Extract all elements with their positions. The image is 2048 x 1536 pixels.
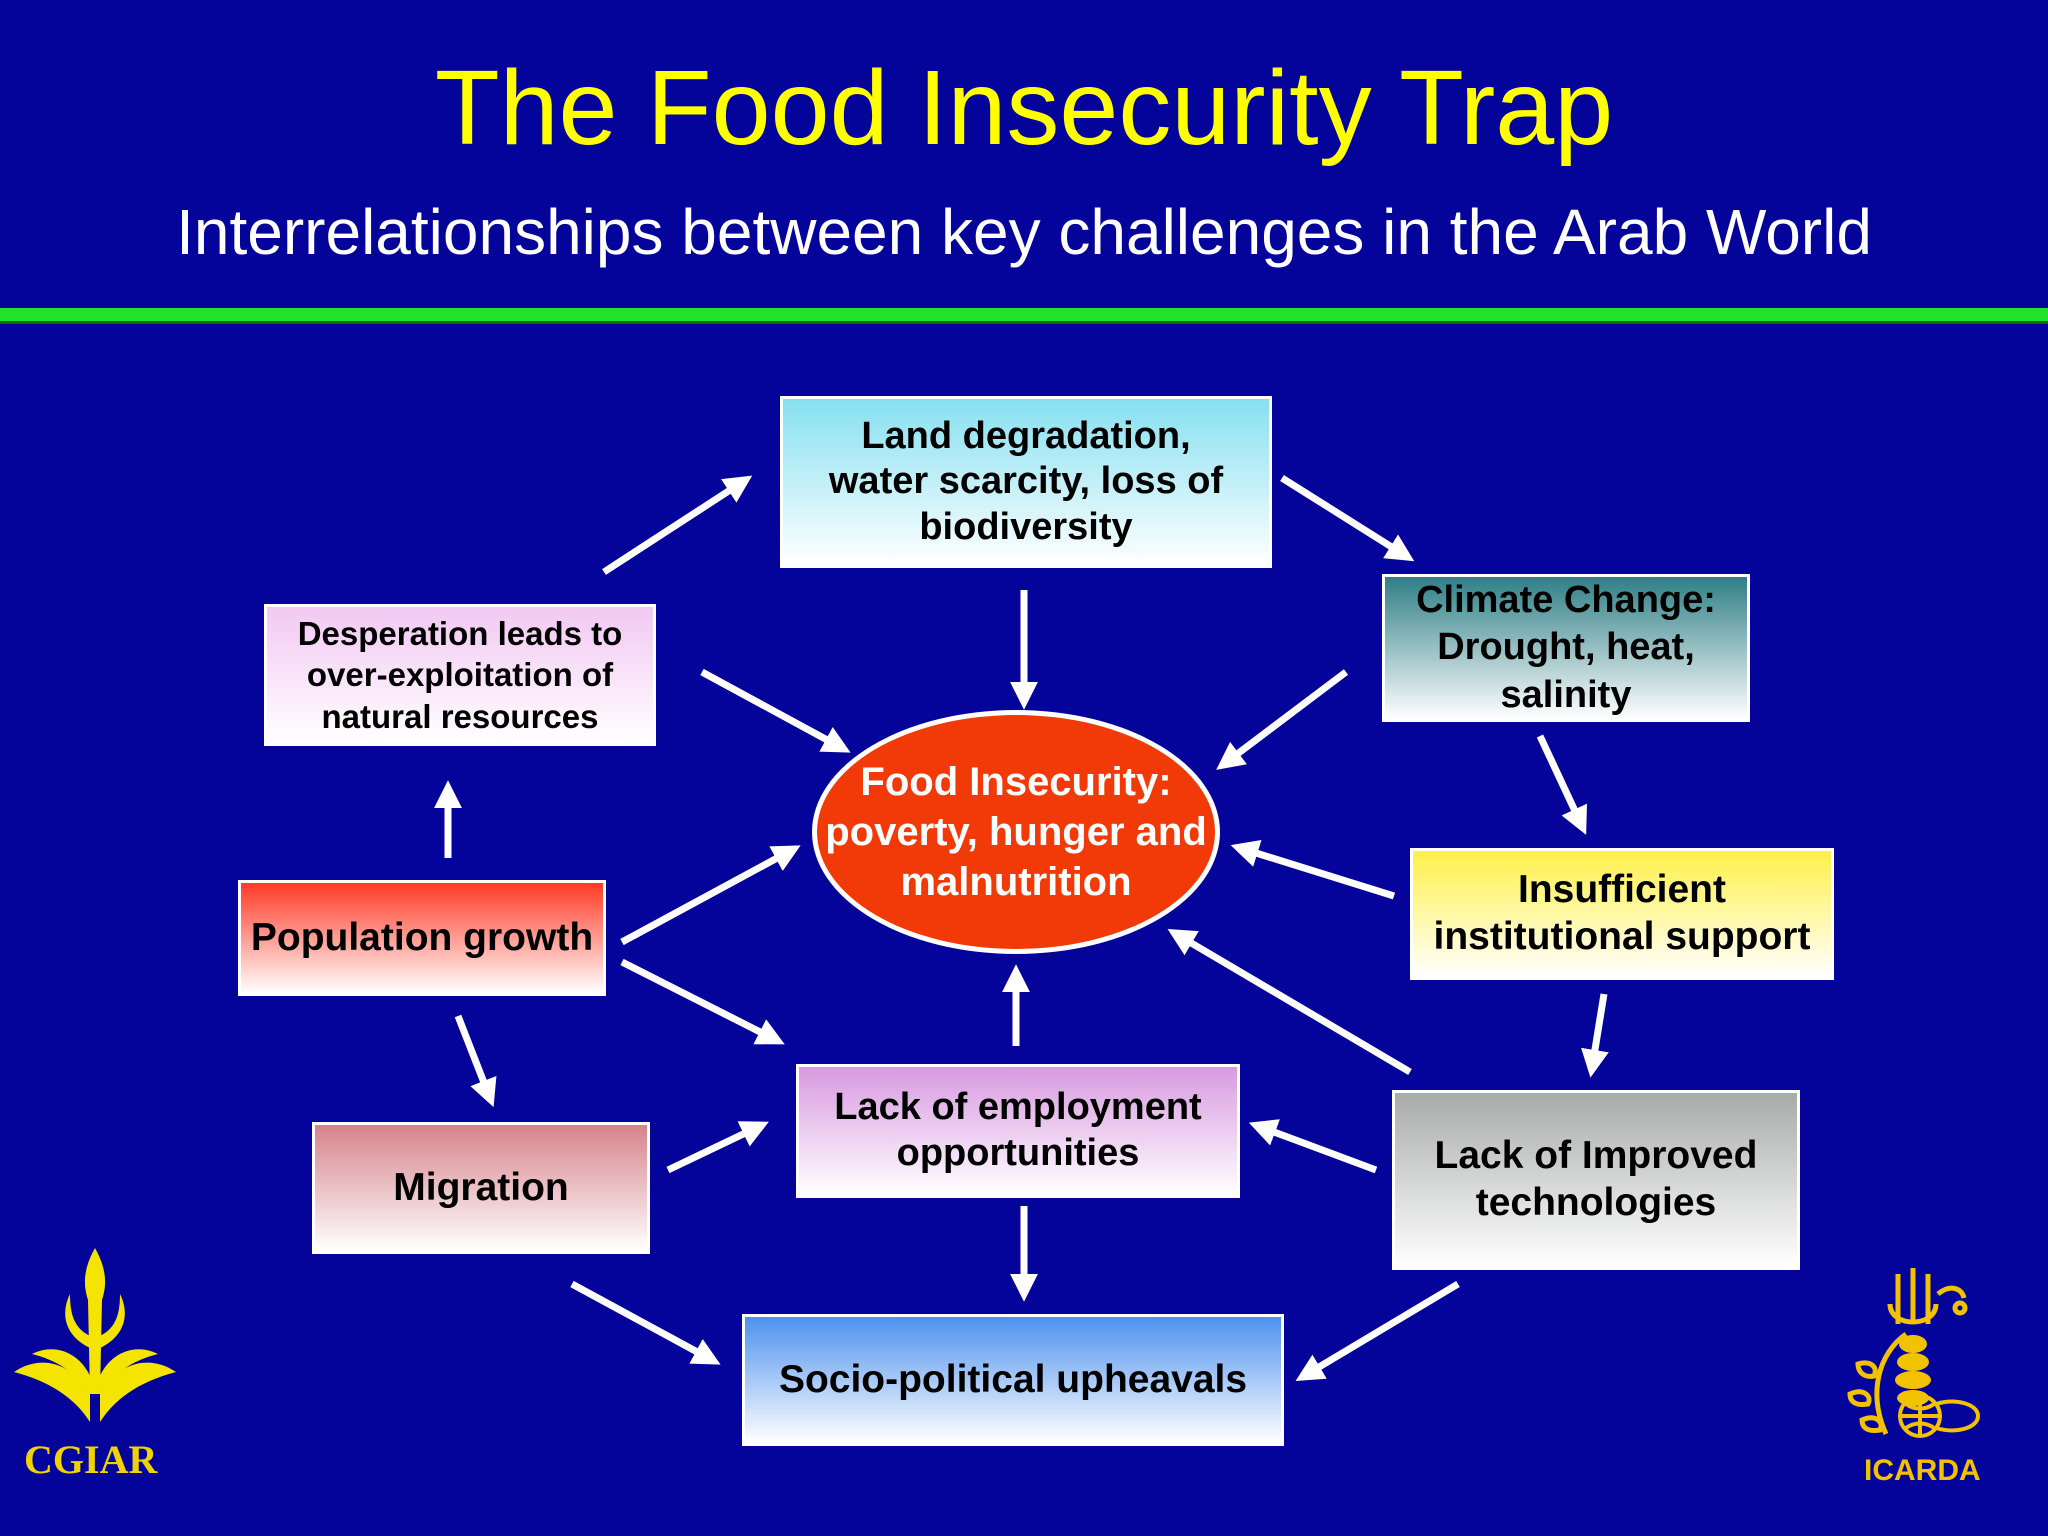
land-line-3: biodiversity [919,505,1133,548]
employment-line-1: Lack of employment [834,1086,1202,1129]
arrow-despair-to-center [700,668,851,753]
socio-political-box: Socio-political upheavals [742,1314,1284,1446]
institutional-line-1: Insufficient [1517,868,1726,912]
climate-line-2: Drought, heat, [1437,626,1695,669]
arrow-migration-to-employment [666,1121,769,1174]
center-line-2: poverty, hunger [825,810,1125,854]
icarda-logo-text: ICARDA [1864,1454,1981,1487]
arrow-despair-to-land [602,475,753,575]
icarda-logo-icon [1847,1268,1981,1438]
despair-line-2: over-exploitation of [306,656,614,694]
arrow-climate-to-center [1216,669,1349,770]
migration-box: Migration [312,1122,650,1254]
slide-subtitle: Interrelationships between key challenge… [176,196,1872,268]
arrow-technologies-to-employment [1248,1119,1378,1174]
despair-line-3: natural resources [321,697,599,735]
climate-line-3: salinity [1500,673,1632,716]
institutional-line-2: institutional support [1433,915,1811,958]
land-line-2: water scarcity, loss of [828,460,1224,503]
socio-label: Socio-political upheavals [778,1357,1248,1401]
improved-technologies-box: Lack of Improved technologies [1392,1090,1800,1270]
title-divider [0,308,2048,324]
technologies-line-2: technologies [1475,1181,1717,1224]
migration-label: Migration [393,1165,569,1209]
arrow-population-to-employment [620,958,785,1045]
land-line-1: Land degradation, [861,414,1191,457]
arrow-population-to-center [620,845,801,946]
climate-change-box: Climate Change: Drought, heat, salinity [1382,574,1750,722]
center-line-3: and malnutrition [900,810,1207,904]
arrow-migration-to-socio [570,1280,721,1365]
population-growth-box: Population growth [238,880,606,996]
center-line-1: Food Insecurity: [860,760,1172,804]
cgiar-logo-icon [14,1248,176,1422]
arrow-population-to-migration [454,1014,497,1108]
food-insecurity-oval: Food Insecurity: poverty, hunger and mal… [812,710,1220,954]
arrow-technologies-to-center [1167,929,1412,1076]
institutional-support-box: Insufficient institutional support [1410,848,1834,980]
climate-line-1: Climate Change: [1416,578,1716,621]
employment-line-2: opportunities [896,1132,1140,1174]
population-label: Population growth [250,915,594,959]
arrow-institutional-to-technologies [1581,993,1609,1078]
cgiar-logo-text: CGIAR [24,1437,158,1482]
employment-box: Lack of employment opportunities [796,1064,1240,1198]
arrow-technologies-to-socio [1295,1280,1460,1382]
arrow-climate-to-institutional [1536,734,1587,835]
arrow-institutional-to-center [1230,840,1396,900]
despair-line-1: Desperation leads to [297,615,623,653]
technologies-line-1: Lack of Improved [1434,1134,1758,1178]
arrow-land-to-climate [1280,475,1415,562]
slide-title: The Food Insecurity Trap [434,49,1614,167]
land-degradation-box: Land degradation, water scarcity, loss o… [780,396,1272,568]
desperation-box: Desperation leads to over-exploitation o… [264,604,656,746]
